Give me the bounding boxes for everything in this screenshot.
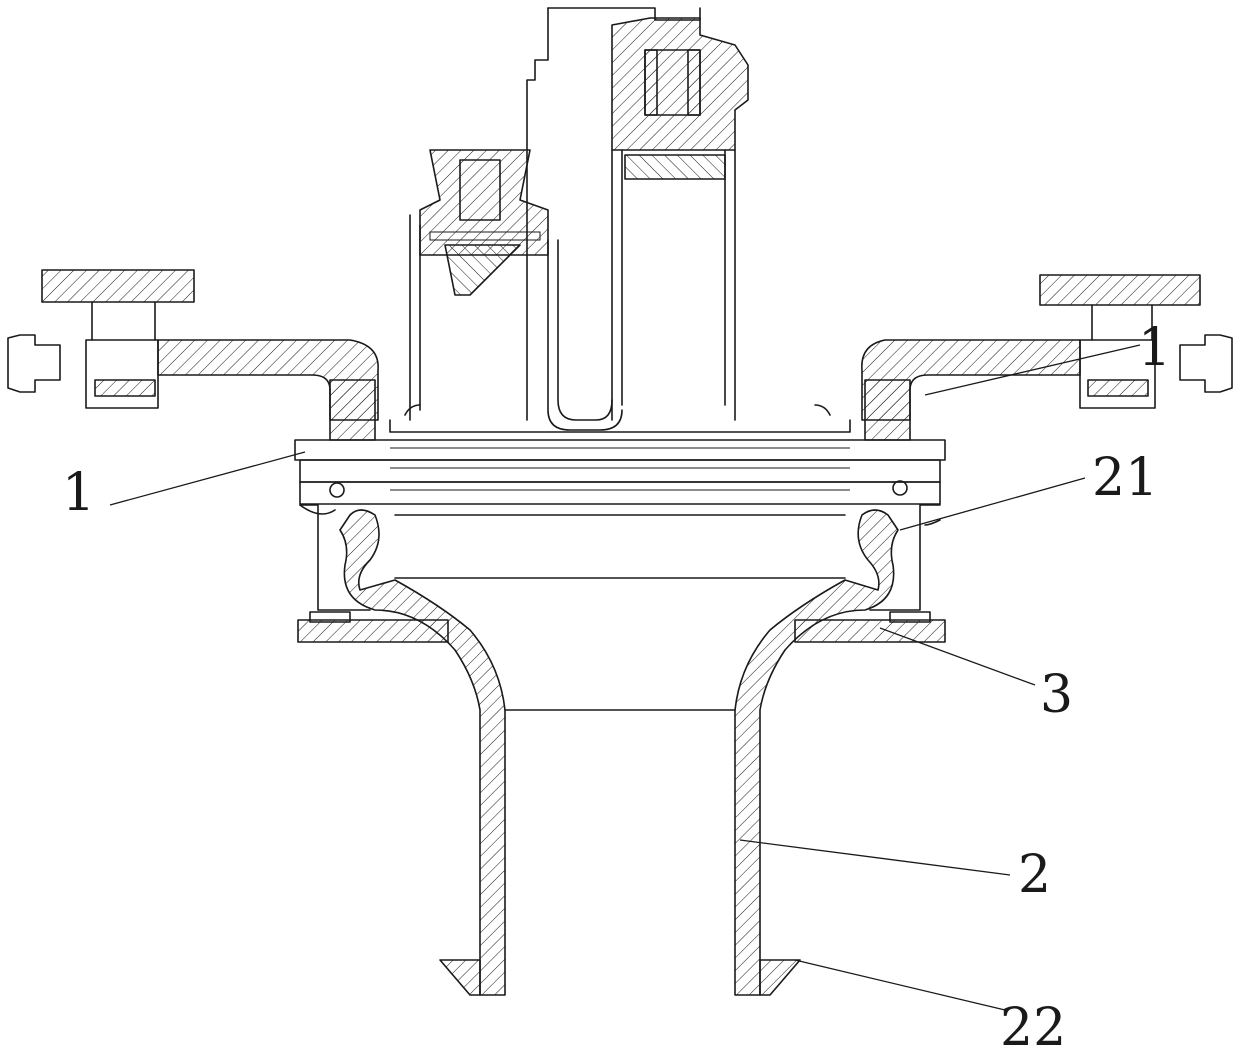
main-body <box>295 380 945 610</box>
ref-label-1-left: 1 <box>62 463 95 523</box>
upper-column <box>527 8 748 430</box>
ref-label-1-right: 1 <box>1138 318 1171 378</box>
ref-label-21: 21 <box>1092 448 1158 508</box>
reference-labels: 1 1 21 3 2 22 <box>62 318 1171 1051</box>
ref-label-3: 3 <box>1040 665 1073 725</box>
leader-1-left <box>110 452 305 505</box>
right-port <box>862 275 1232 420</box>
leader-2 <box>740 840 1010 875</box>
ref-label-22: 22 <box>1000 998 1066 1051</box>
leader-lines <box>110 345 1140 1010</box>
left-port <box>8 270 378 420</box>
leader-3 <box>880 628 1035 685</box>
support-plate-3 <box>298 612 945 642</box>
ref-label-2: 2 <box>1018 845 1051 905</box>
leader-22 <box>795 960 1005 1010</box>
sleeve-2 <box>340 510 898 995</box>
